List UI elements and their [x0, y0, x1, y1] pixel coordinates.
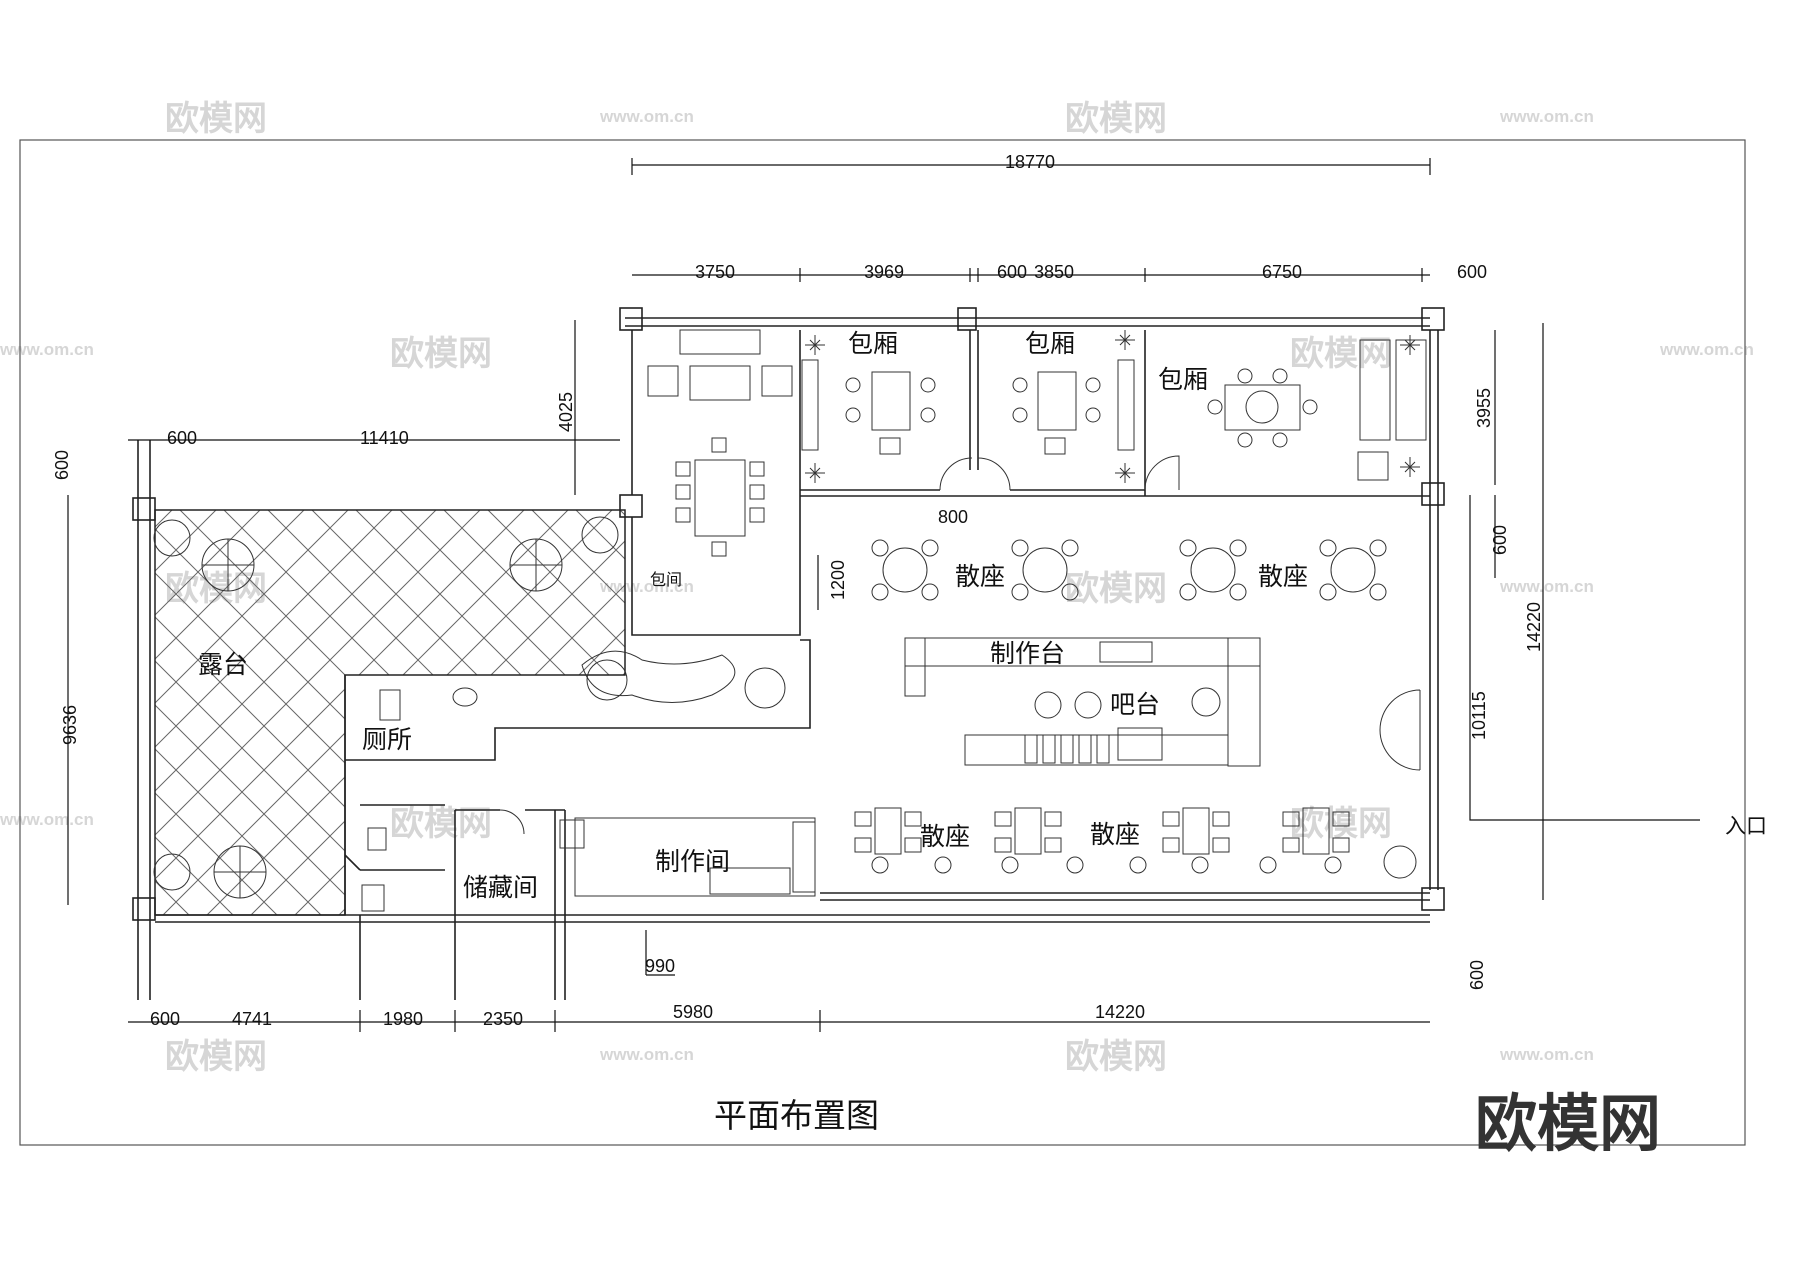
label-private-room-3: 包厢 — [1158, 365, 1208, 394]
watermark-brand: 欧模网 — [1290, 804, 1392, 844]
dim-bottom-6: 14220 — [1095, 1002, 1145, 1022]
dim-left-v-9636: 9636 — [60, 705, 80, 745]
cafe-round-tables — [871, 539, 1387, 601]
dim-top-3: 600 — [997, 262, 1027, 282]
dim-door-800: 800 — [938, 507, 968, 527]
watermark-brand: 欧模网 — [390, 334, 492, 374]
label-seating-3: 散座 — [920, 822, 970, 851]
dim-right-600-b: 600 — [1467, 960, 1487, 990]
label-private-room-2: 包厢 — [1025, 329, 1075, 358]
label-private-room-1: 包厢 — [848, 329, 898, 358]
dim-top-5: 6750 — [1262, 262, 1302, 282]
dim-top-6: 600 — [1457, 262, 1487, 282]
dimension-lines — [67, 158, 1700, 1032]
label-seating-4: 散座 — [1090, 820, 1140, 849]
bar-counter — [904, 637, 1261, 767]
private-room-1-furniture — [801, 359, 936, 455]
label-work-counter: 制作台 — [990, 639, 1065, 668]
watermark-brand: 欧模网 — [165, 1037, 267, 1077]
dim-top-total: 18770 — [1005, 152, 1055, 172]
dim-v-4025: 4025 — [556, 392, 576, 432]
dim-right-10115: 10115 — [1469, 691, 1489, 740]
watermark-brand: 欧模网 — [1290, 334, 1392, 374]
private-room-3-furniture — [1207, 339, 1427, 481]
plant-icons — [153, 330, 1420, 891]
watermark-brand: 欧模网 — [1065, 99, 1167, 139]
watermark-url: www.om.cn — [599, 1045, 694, 1064]
label-workroom: 制作间 — [655, 847, 730, 876]
label-bar: 吧台 — [1110, 690, 1160, 719]
label-toilet: 厕所 — [362, 725, 412, 754]
watermark-url: www.om.cn — [1659, 340, 1754, 359]
dim-top-4: 3850 — [1034, 262, 1074, 282]
workroom-fixtures — [361, 687, 816, 912]
label-seating-2: 散座 — [1258, 562, 1308, 591]
label-terrace: 露台 — [198, 650, 248, 679]
watermark-brand: 欧模网 — [1065, 569, 1167, 609]
brand-logo: 欧模网 — [1475, 1087, 1661, 1160]
room-labels: 包厢 包厢 包厢 包间 露台 厕所 储藏间 制作间 制作台 吧台 散座 散座 散… — [198, 329, 1767, 902]
watermark-url: www.om.cn — [599, 107, 694, 126]
dim-bottom-2: 4741 — [232, 1009, 272, 1029]
watermark-brand: 欧模网 — [1065, 1037, 1167, 1077]
dim-bottom-990: 990 — [645, 956, 675, 976]
drawing-frame — [19, 139, 1746, 1146]
watermark-url: www.om.cn — [0, 810, 94, 829]
watermark-url: www.om.cn — [1499, 107, 1594, 126]
watermark-url: www.om.cn — [0, 340, 94, 359]
dim-top-1: 3750 — [695, 262, 735, 282]
dim-top-2: 3969 — [864, 262, 904, 282]
dim-bottom-3: 1980 — [383, 1009, 423, 1029]
dim-bottom-5: 5980 — [673, 1002, 713, 1022]
dim-right-3955: 3955 — [1474, 388, 1494, 428]
dim-right-14220: 14220 — [1524, 602, 1544, 652]
watermark-url: www.om.cn — [1499, 1045, 1594, 1064]
dim-left-top-1: 600 — [167, 428, 197, 448]
dimension-labels: 18770 3750 3969 600 3850 6750 600 600 11… — [52, 152, 1544, 1029]
dim-bottom-1: 600 — [150, 1009, 180, 1029]
cafe-rect-tables — [854, 807, 1350, 874]
label-storage: 储藏间 — [463, 873, 538, 902]
label-seating-1: 散座 — [955, 562, 1005, 591]
label-private-room-small: 包间 — [650, 570, 682, 589]
watermark-brand: 欧模网 — [165, 99, 267, 139]
walls — [132, 307, 1445, 1000]
private-room-small-furniture — [647, 329, 793, 557]
dim-v-1200: 1200 — [828, 560, 848, 600]
watermark-url: www.om.cn — [1499, 577, 1594, 596]
drawing-title: 平面布置图 — [714, 1096, 879, 1135]
private-room-2-furniture — [1012, 359, 1135, 455]
dim-left-v-600: 600 — [52, 450, 72, 480]
dim-bottom-4: 2350 — [483, 1009, 523, 1029]
dim-right-600-a: 600 — [1490, 525, 1510, 555]
dim-left-top-2: 11410 — [360, 428, 409, 448]
terrace-tables — [201, 538, 563, 899]
label-entrance: 入口 — [1725, 814, 1767, 838]
